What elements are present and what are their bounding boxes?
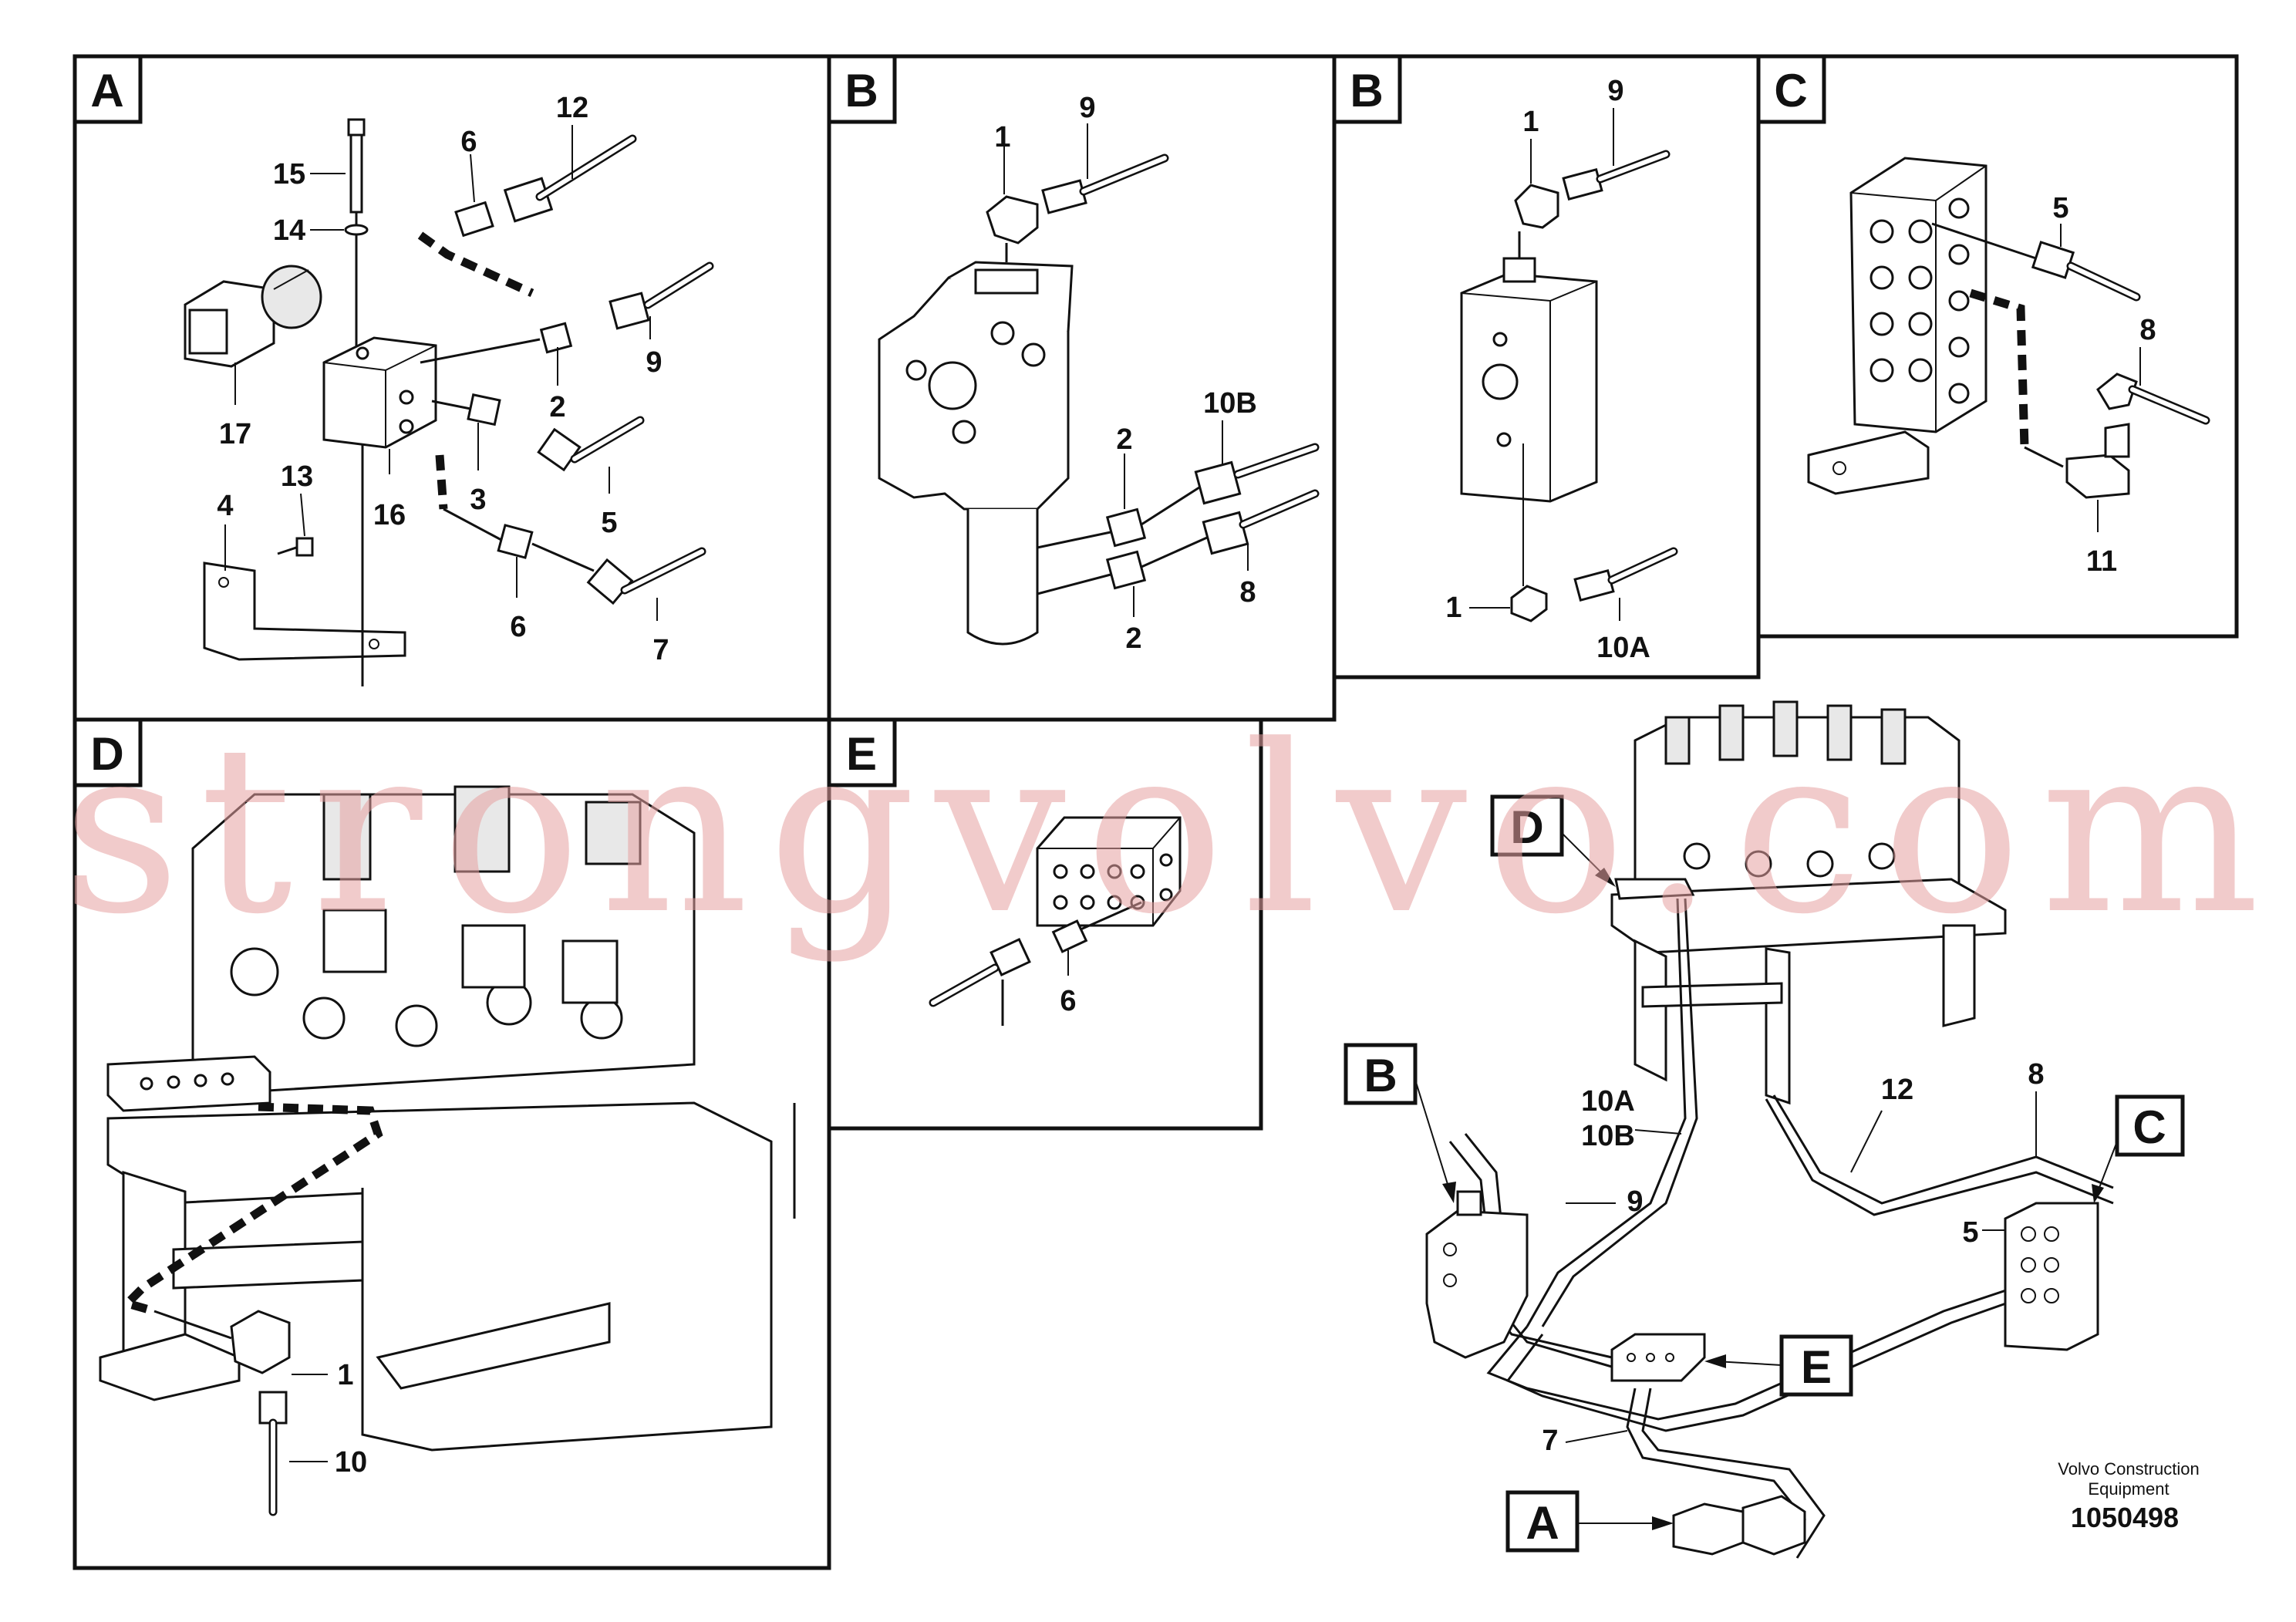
callout-a-5: 5 <box>601 507 617 539</box>
valve-spools <box>230 785 642 1047</box>
overview-spools <box>1664 700 1907 878</box>
manifold-ports <box>1870 197 1970 404</box>
callout-b2-10a: 10A <box>1596 632 1650 664</box>
callout-b2-1-bottom: 1 <box>1445 592 1462 624</box>
panel-c-frame <box>1756 54 2239 639</box>
panel-e-letter: E <box>846 728 877 780</box>
brand-line-2: Equipment <box>2088 1479 2169 1499</box>
overview-letter-b: B <box>1364 1050 1397 1101</box>
callout-a-2: 2 <box>549 391 565 423</box>
callout-a-14: 14 <box>273 214 305 247</box>
callout-b1-2-top: 2 <box>1116 423 1132 456</box>
callout-c-8: 8 <box>2139 314 2156 346</box>
brand-line-1: Volvo Construction <box>2058 1459 2199 1479</box>
overview-callout-5: 5 <box>1962 1216 1978 1249</box>
drawing-number: 1050498 <box>2071 1502 2179 1533</box>
overview-callout-12: 12 <box>1881 1074 1913 1106</box>
panel-d-frame <box>72 717 831 1570</box>
overview-callout-7: 7 <box>1542 1425 1558 1457</box>
overview-callout-8: 8 <box>2028 1058 2044 1091</box>
callout-d-1: 1 <box>337 1359 353 1391</box>
panel-b1-letter: B <box>845 65 878 116</box>
callout-c-5: 5 <box>2052 192 2068 224</box>
panel-c-letter: C <box>1774 65 1807 116</box>
overview-letter-a: A <box>1526 1497 1559 1549</box>
callout-a-7: 7 <box>652 634 669 666</box>
overview-letter-e: E <box>1801 1341 1832 1393</box>
panel-c: C 5 8 <box>1756 54 2210 578</box>
callout-b2-9: 9 <box>1607 75 1623 107</box>
overview-letter-d: D <box>1510 801 1543 853</box>
overview-callout-9: 9 <box>1627 1185 1643 1218</box>
callout-b1-2-bottom: 2 <box>1125 622 1141 655</box>
callout-b1-9: 9 <box>1079 92 1095 124</box>
panel-d: D <box>72 717 796 1516</box>
callout-a-16: 16 <box>373 499 406 531</box>
overview-callout-10b: 10B <box>1581 1120 1635 1152</box>
callout-a-12: 12 <box>556 92 588 124</box>
callout-a-4: 4 <box>217 490 233 522</box>
callout-a-15: 15 <box>273 158 305 191</box>
panel-b2-letter: B <box>1350 65 1383 116</box>
callout-b1-8: 8 <box>1239 576 1256 609</box>
panel-a-letter: A <box>90 65 123 116</box>
callout-b1-10b: 10B <box>1203 387 1257 420</box>
overview-letter-c: C <box>2132 1101 2166 1153</box>
callout-a-17: 17 <box>219 418 251 450</box>
callout-a-6-top: 6 <box>460 126 477 158</box>
callout-a-3: 3 <box>470 484 486 516</box>
panel-a-frame <box>72 54 831 722</box>
callout-b1-1: 1 <box>994 121 1010 153</box>
panel-a: A <box>72 54 714 686</box>
callout-c-11: 11 <box>2086 545 2117 578</box>
watermark: strongvolvo.com <box>62 696 2260 965</box>
callout-a-6-bottom: 6 <box>510 611 526 643</box>
footer: Volvo Construction Equipment 1050498 <box>2058 1459 2199 1533</box>
panel-b1: B 1 9 10B 2 8 <box>827 54 1320 655</box>
overview-assembly: D B C E A 10A 10B 12 8 9 5 7 <box>1344 700 2185 1559</box>
callout-a-9: 9 <box>646 346 662 379</box>
panel-b2: B 1 9 1 10A <box>1332 54 1678 664</box>
callout-a-13: 13 <box>281 460 313 493</box>
callout-d-10: 10 <box>335 1446 367 1479</box>
panel-e-frame <box>827 717 1263 1131</box>
panel-e: E 6 <box>827 717 1182 1026</box>
overview-callout-10a: 10A <box>1581 1085 1635 1118</box>
callout-b2-1-top: 1 <box>1522 106 1539 138</box>
callout-e-6: 6 <box>1060 985 1076 1017</box>
panel-d-letter: D <box>90 728 123 780</box>
